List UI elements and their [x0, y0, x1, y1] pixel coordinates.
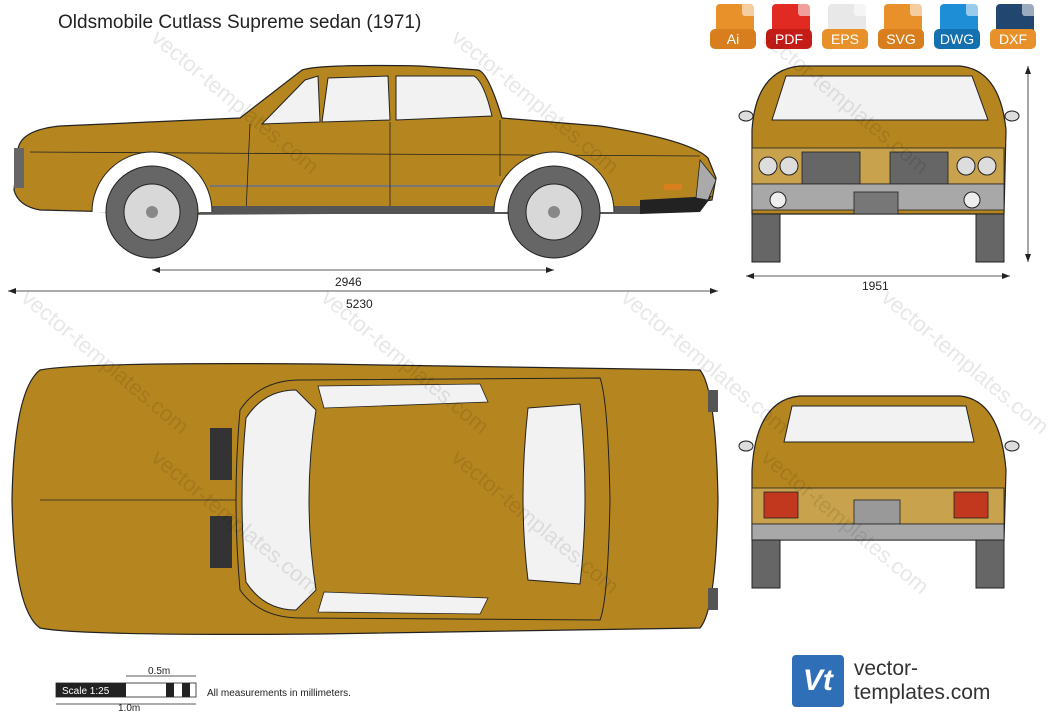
svg-file-icon[interactable]: SVG	[878, 4, 925, 51]
eps-file-icon[interactable]: EPS	[822, 4, 869, 51]
page-title: Oldsmobile Cutlass Supreme sedan (1971)	[58, 12, 422, 33]
format-label: DXF	[990, 29, 1036, 49]
rear-wheel	[493, 151, 615, 259]
wheelbase-dimension	[152, 267, 554, 273]
ai-file-icon[interactable]: Ai	[710, 4, 757, 51]
side-view	[13, 64, 717, 259]
half-meter-label: 0.5m	[148, 666, 170, 677]
brand-logo[interactable]: Vt vector-templates.com	[792, 655, 1054, 707]
front-view	[738, 65, 1020, 263]
format-label: SVG	[878, 29, 924, 49]
one-meter-label: 1.0m	[118, 703, 140, 714]
width-dimension	[746, 273, 1010, 279]
front-wheel	[91, 151, 213, 259]
top-view	[11, 363, 719, 635]
pdf-file-icon[interactable]: PDF	[766, 4, 813, 51]
height-dimension	[1025, 66, 1031, 262]
format-label: DWG	[934, 29, 980, 49]
format-label: Ai	[710, 29, 756, 49]
format-icons: Ai PDF EPS SVG DWG DXF	[710, 4, 1037, 51]
format-label: PDF	[766, 29, 812, 49]
wheelbase-label: 2946	[335, 275, 362, 289]
length-label: 5230	[346, 297, 373, 311]
width-label: 1951	[862, 279, 889, 293]
length-dimension	[8, 288, 718, 294]
measurement-note: All measurements in millimeters.	[207, 688, 351, 699]
rear-view	[738, 395, 1020, 589]
dxf-file-icon[interactable]: DXF	[990, 4, 1037, 51]
brand-name: vector-templates.com	[853, 657, 991, 704]
scale-bar: Scale 1:25 0.5m 1.0m	[55, 666, 197, 714]
dwg-file-icon[interactable]: DWG	[934, 4, 981, 51]
scale-label: Scale 1:25	[62, 686, 110, 697]
vt-logo-icon: Vt	[792, 655, 844, 707]
format-label: EPS	[822, 29, 868, 49]
